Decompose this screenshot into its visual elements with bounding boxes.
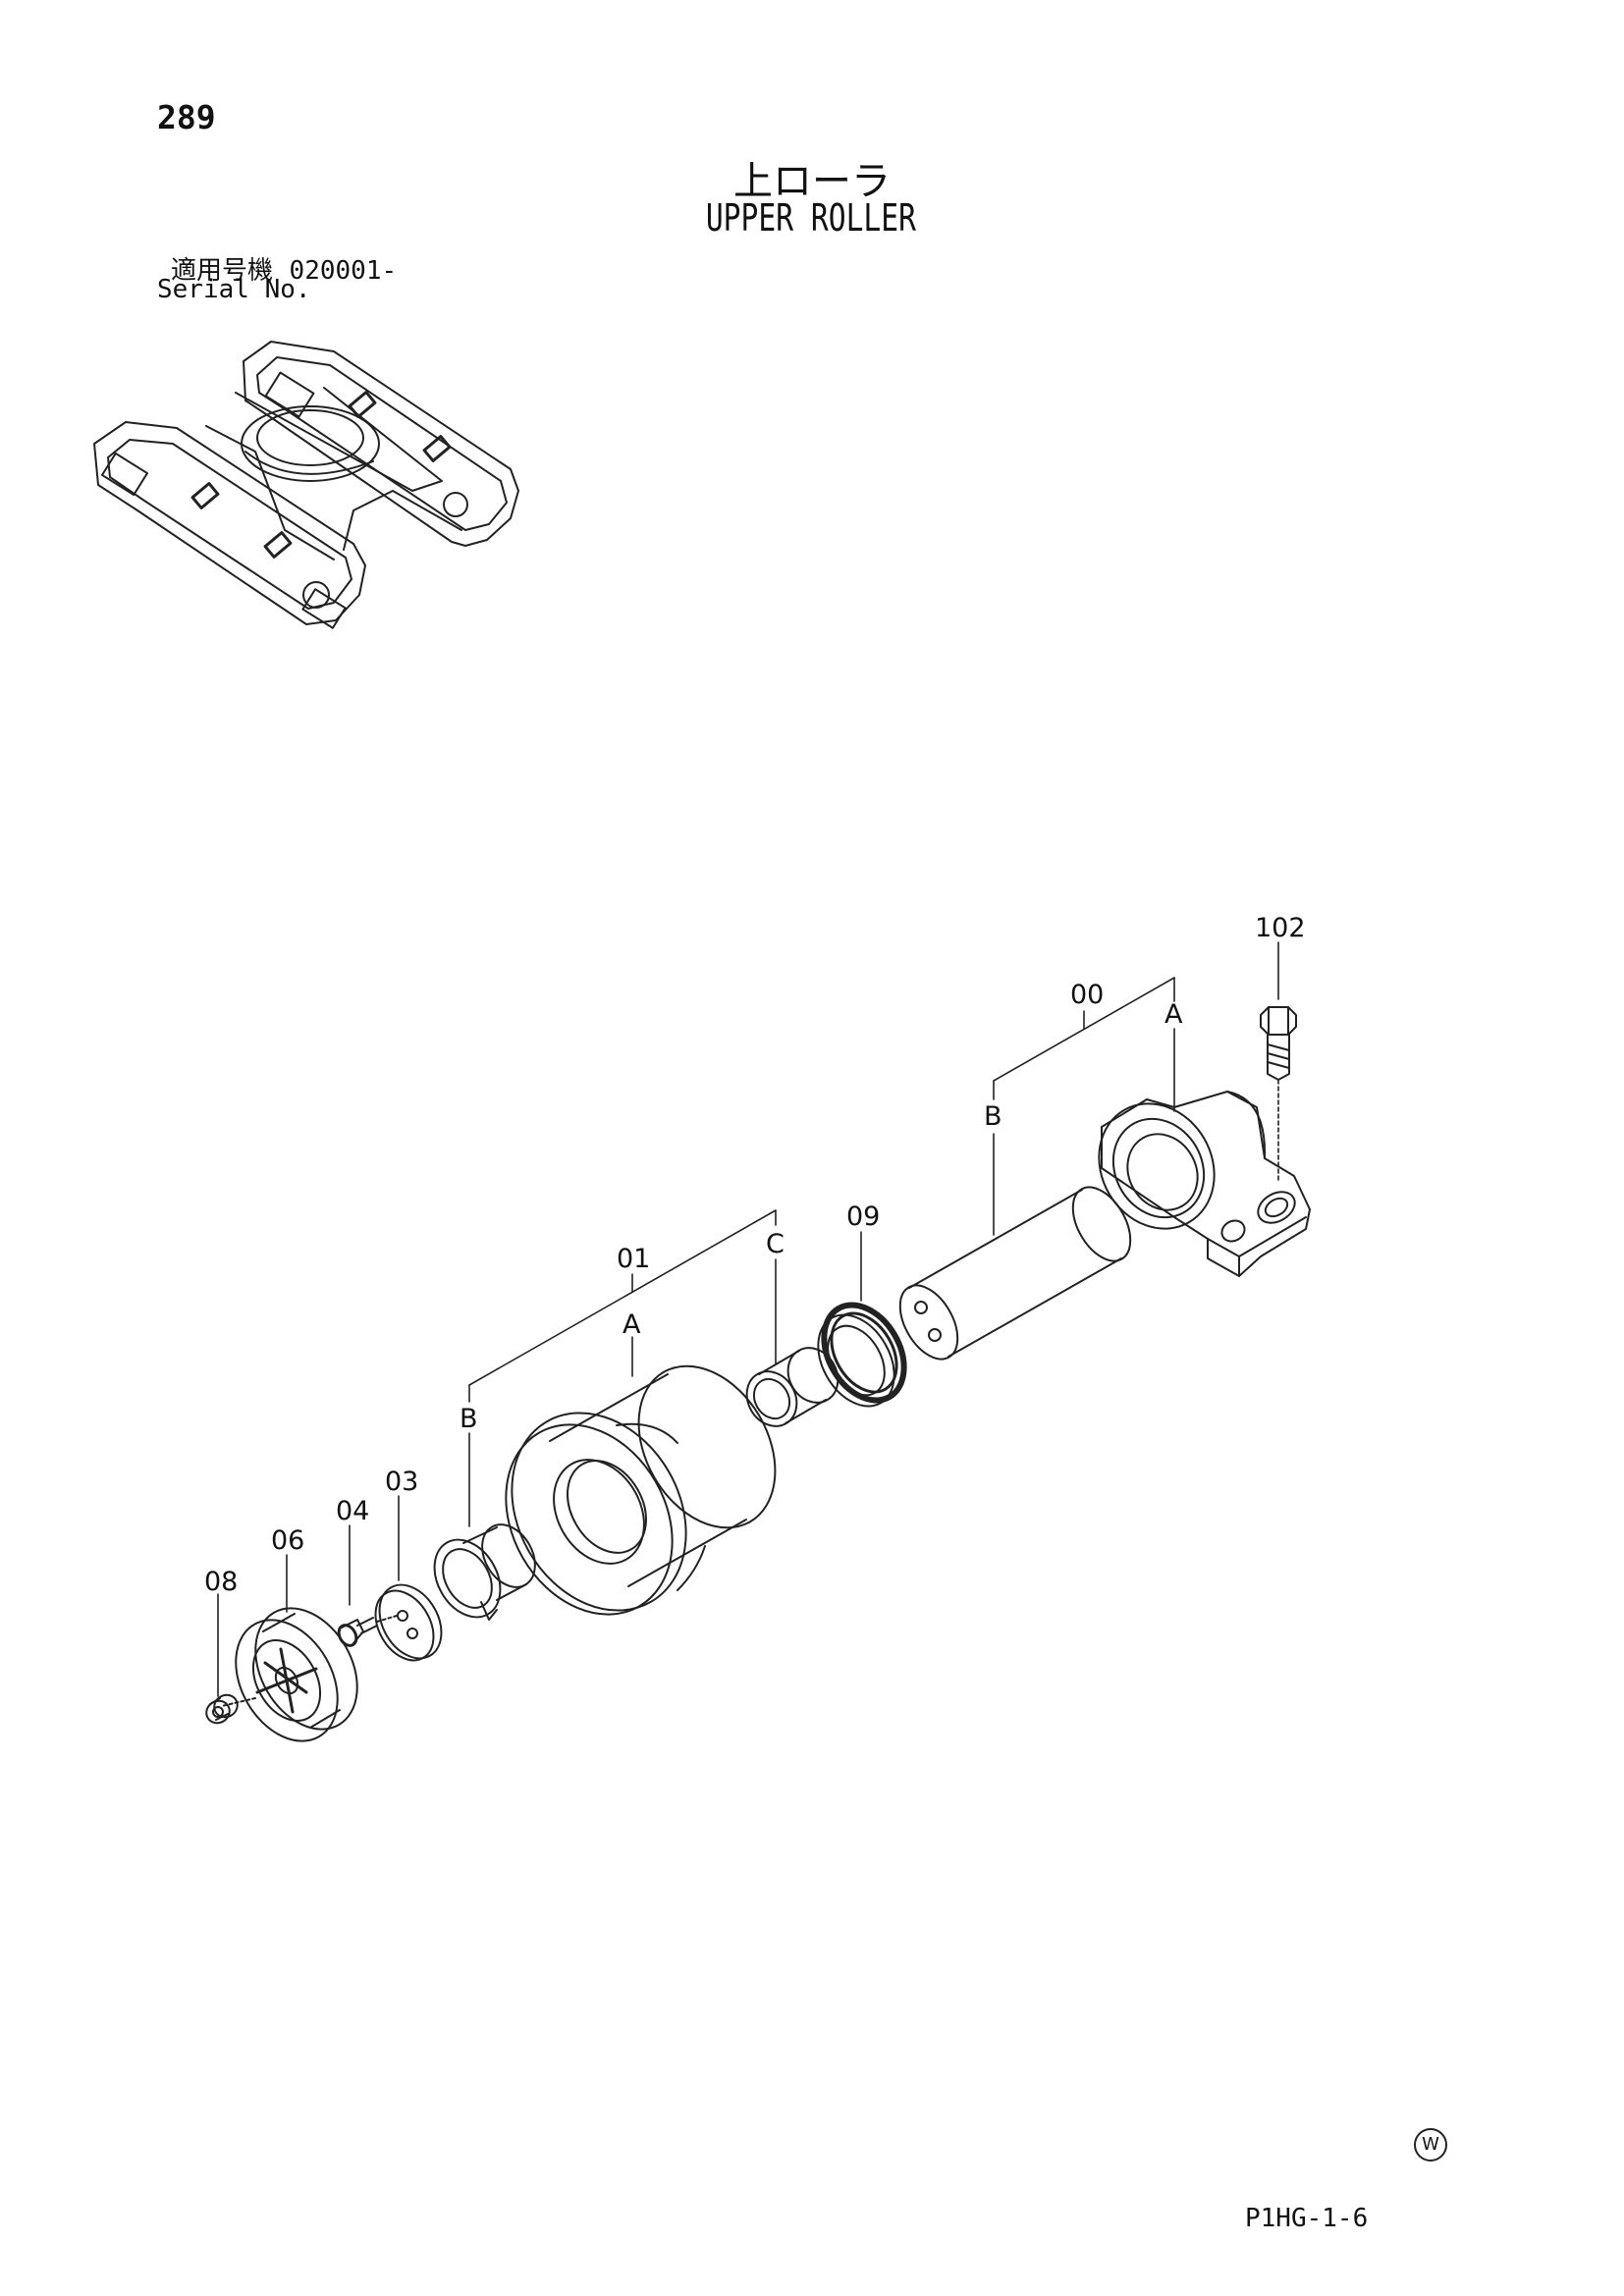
callout-102: 102 [1255,913,1306,943]
part-01-a-roller [505,1364,777,1616]
watermark-stamp: W [1414,2128,1447,2162]
callout-03: 03 [385,1467,418,1497]
part-00-a-bracket [1098,1091,1311,1277]
serial-range: 020001- [289,256,398,286]
page-title-english: UPPER ROLLER [705,196,916,240]
part-01-c-bushing [745,1347,839,1427]
part-03-thrust-plate [374,1583,443,1662]
serial-label-japanese: 適用号機 [171,256,274,286]
callout-08: 08 [204,1567,238,1597]
part-102-hex-bolt [1260,1006,1297,1081]
callout-06: 06 [271,1525,304,1556]
part-00-b-shaft [898,1186,1132,1361]
callout-04: 04 [336,1496,369,1526]
callout-09: 09 [846,1201,880,1232]
part-08-plug [205,1693,239,1725]
callout-00-a: A [1164,999,1183,1030]
callout-01-a: A [623,1309,641,1340]
callout-01: 01 [617,1244,650,1274]
part-09-seal [817,1302,907,1408]
undercarriage-thumbnail [93,341,519,629]
callout-01-c: C [766,1229,785,1259]
serial-applicability-line: 適用号機 020001- [171,250,397,287]
part-04-socket-bolt [337,1615,398,1647]
callout-00: 00 [1070,980,1104,1010]
page-title-japanese: 上ローラ [733,159,891,204]
callout-labels: 102 00 A B 09 01 A C B 03 04 06 08 [204,913,1306,1597]
callout-01-b: B [460,1404,478,1434]
part-06-cover [221,1607,358,1742]
callout-00-b: B [984,1101,1002,1132]
part-01-b-flanged-bushing [433,1523,536,1621]
serial-label-english: Serial No. [157,275,311,304]
page-number: 289 [157,98,216,136]
sheet-code: P1HG-1-6 [1245,2204,1369,2233]
leader-lines [217,941,1279,1697]
